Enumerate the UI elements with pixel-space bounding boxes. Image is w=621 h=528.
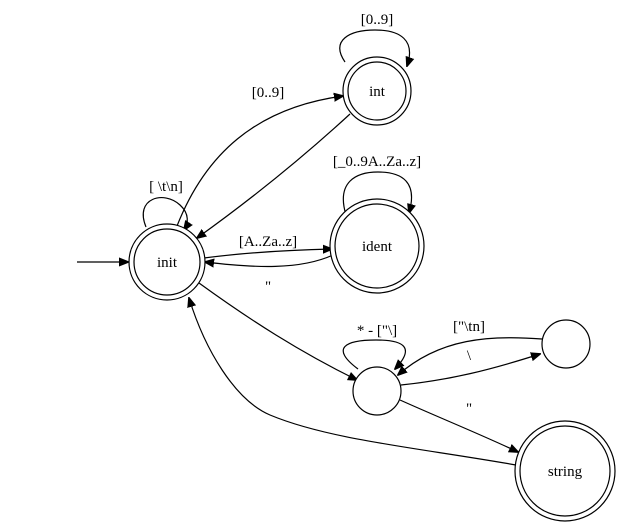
edge-int-to-init (197, 113, 351, 238)
edge-label-string-body-to-string: " (466, 401, 472, 417)
state-init: init (128, 223, 206, 301)
edge-label-init-to-ident: [A..Za..z] (239, 234, 297, 250)
state-string-body (352, 366, 402, 416)
edge-string-to-init (189, 298, 517, 466)
state-init-label: init (157, 255, 178, 271)
edge-init-self-loop (142, 197, 187, 230)
edge-string-body-to-string (399, 399, 518, 452)
edge-ident-self-loop (342, 171, 411, 215)
edge-label-ident-self: [_0..9A..Za..z] (333, 154, 421, 170)
edge-init-to-ident (203, 249, 332, 259)
edge-label-escape-to-string-body: ["\tn] (453, 319, 485, 335)
edge-init-to-int (176, 96, 343, 227)
state-string: string (514, 420, 616, 522)
edge-init-to-string-body (198, 282, 357, 380)
edge-int-self-loop (339, 29, 410, 66)
edge-label-init-to-int: [0..9] (252, 85, 285, 101)
state-ident-label: ident (362, 239, 393, 255)
state-int-label: int (369, 84, 386, 100)
state-string-label: string (548, 464, 583, 480)
edge-escape-to-string-body (398, 337, 543, 375)
edge-label-init-to-string-body: " (265, 279, 271, 295)
edge-label-int-self: [0..9] (361, 12, 394, 28)
edge-string-body-to-escape (400, 354, 540, 386)
edge-label-string-body-to-escape: \ (467, 348, 472, 364)
edge-ident-to-init (205, 254, 334, 266)
state-escape (541, 319, 591, 369)
state-int: int (342, 56, 412, 126)
edge-label-string-body-self: * - ["\] (357, 323, 397, 339)
edge-label-init-self: [ \t\n] (149, 179, 183, 195)
edge-string-body-self-loop (342, 339, 407, 369)
state-ident: ident (329, 198, 425, 294)
